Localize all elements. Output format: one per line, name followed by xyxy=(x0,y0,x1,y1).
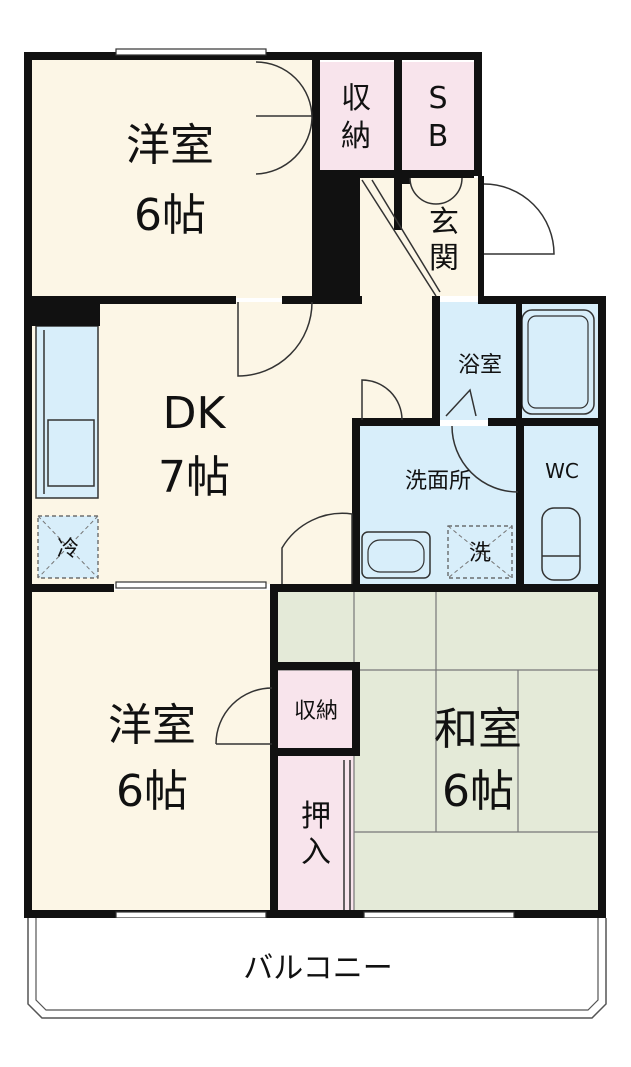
entrance-label-2: 関 xyxy=(429,241,459,276)
western-room-bottom-area xyxy=(30,590,272,912)
western-room-top-area xyxy=(30,58,312,298)
sb-area xyxy=(402,62,474,172)
washitsu-size: 6帖 xyxy=(442,766,514,817)
fridge-label: 冷 xyxy=(57,537,79,562)
sb-label-1: S xyxy=(428,81,447,116)
western-room-bottom-size: 6帖 xyxy=(116,766,188,817)
storage-mid-label: 収納 xyxy=(294,699,338,724)
oshiire-label-1: 押 xyxy=(301,799,331,834)
dk-label: DK xyxy=(163,388,227,439)
western-room-top-label: 洋室 xyxy=(126,120,214,171)
storage-top-label-1: 収 xyxy=(341,81,371,116)
storage-mid-area xyxy=(278,668,354,748)
oshiire-label-2: 入 xyxy=(301,835,331,870)
walls xyxy=(24,52,606,918)
balcony-outline xyxy=(27,918,607,1019)
oshiire-area xyxy=(278,754,354,912)
dk-size: 7帖 xyxy=(158,452,230,503)
hallway-area xyxy=(352,178,434,420)
storage-top-label-2: 納 xyxy=(341,119,371,154)
washroom-label: 洗面所 xyxy=(405,469,471,494)
bath-label: 浴室 xyxy=(458,353,502,378)
entrance-label-1: 玄 xyxy=(429,205,459,240)
western-room-top-size: 6帖 xyxy=(134,190,206,241)
sb-label-2: B xyxy=(428,119,449,154)
washer-space xyxy=(447,525,513,579)
washer-label: 洗 xyxy=(469,541,491,566)
storage-top-area xyxy=(318,62,394,172)
kitchen-sink xyxy=(47,419,95,487)
bathtub xyxy=(521,309,595,415)
washitsu-label: 和室 xyxy=(434,704,522,755)
entrance-area xyxy=(402,178,478,296)
washbasin xyxy=(361,531,431,579)
balcony-label: バルコニー xyxy=(243,951,392,986)
western-room-bottom-label: 洋室 xyxy=(108,700,196,751)
doors xyxy=(215,61,555,910)
toilet xyxy=(541,507,581,581)
wc-label: WC xyxy=(545,459,579,483)
